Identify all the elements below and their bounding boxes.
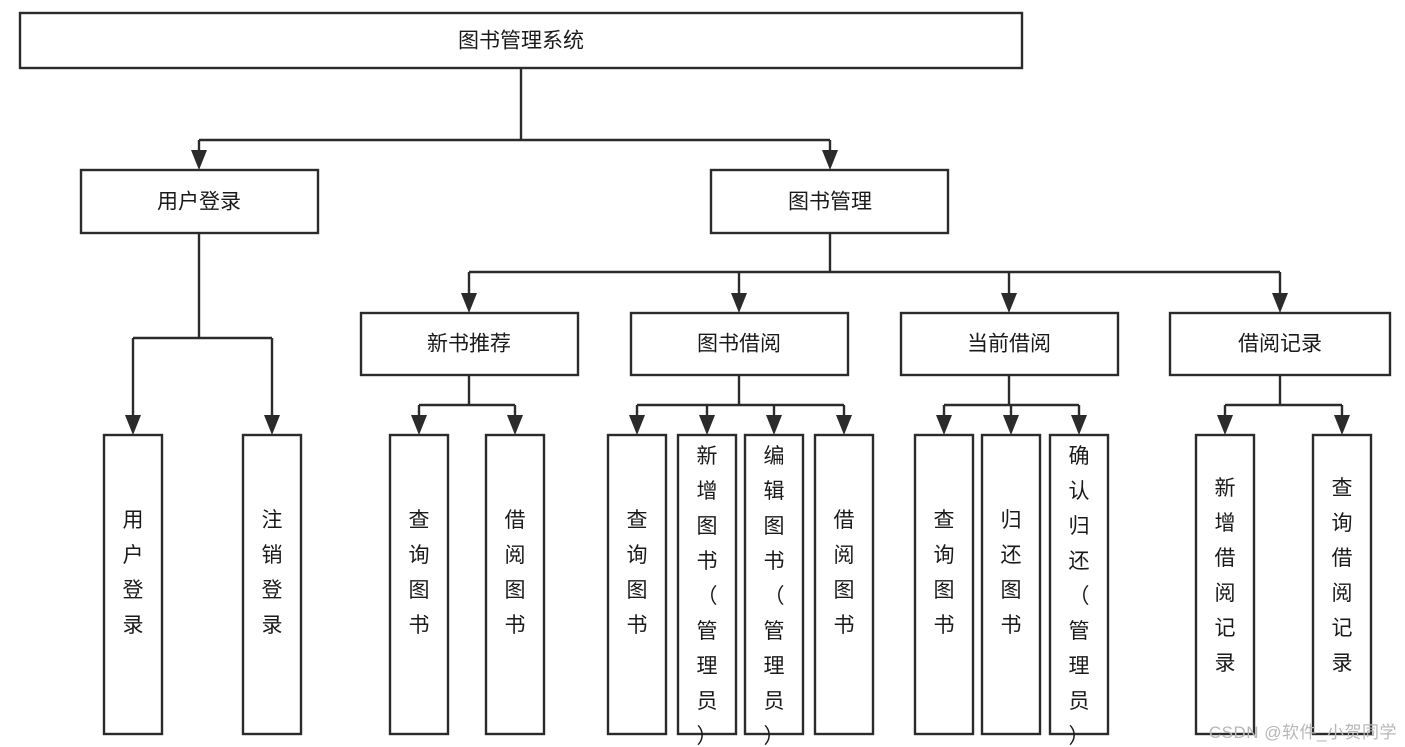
node-book-management-label: 图书管理 — [788, 191, 872, 214]
node-leaf-add-record-box[interactable] — [1194, 433, 1256, 736]
node-leaf-edit-book[interactable]: 编辑图书（管理员） — [743, 433, 805, 747]
node-leaf-borrow-book-1[interactable]: 借阅图书 — [484, 433, 546, 736]
connector-group-book-management — [461, 233, 1288, 313]
node-current-borrow-label: 当前借阅 — [967, 333, 1051, 356]
arrowhead-borrow-record — [1272, 293, 1288, 313]
node-leaf-query-book-1[interactable]: 查询图书 — [388, 433, 450, 736]
node-new-book-recommend-box[interactable] — [359, 311, 580, 377]
arrowhead-leaf-borrow-book-1 — [507, 415, 523, 435]
node-leaf-confirm-return-label: 确认归还（管理员） — [1069, 445, 1090, 747]
node-leaf-edit-book-label: 编辑图书（管理员） — [764, 445, 785, 747]
node-leaf-user-login-box[interactable] — [102, 433, 164, 736]
node-leaf-user-login[interactable]: 用户登录 — [102, 433, 164, 736]
node-user-login[interactable]: 用户登录 — [79, 168, 320, 235]
arrowhead-leaf-return-book — [1003, 415, 1019, 435]
arrowhead-leaf-add-book — [699, 415, 715, 435]
node-current-borrow[interactable]: 当前借阅 — [899, 311, 1120, 377]
node-leaf-query-book-3[interactable]: 查询图书 — [913, 433, 975, 736]
node-book-management-box[interactable] — [709, 168, 950, 235]
node-user-login-label: 用户登录 — [157, 191, 241, 214]
node-root-box[interactable] — [18, 11, 1024, 70]
node-book-management[interactable]: 图书管理 — [709, 168, 950, 235]
node-leaf-add-book-box[interactable] — [676, 433, 738, 736]
node-leaf-borrow-book-1-box[interactable] — [484, 433, 546, 736]
node-book-borrow[interactable]: 图书借阅 — [629, 311, 850, 377]
node-leaf-logout-box[interactable] — [241, 433, 303, 736]
node-leaf-query-book-2-box[interactable] — [606, 433, 668, 736]
node-book-borrow-label: 图书借阅 — [697, 333, 781, 356]
arrowhead-leaf-query-book-3 — [936, 415, 952, 435]
node-leaf-add-book[interactable]: 新增图书（管理员） — [676, 433, 738, 747]
node-leaf-borrow-book-1-label: 借阅图书 — [505, 509, 526, 637]
arrowhead-book-borrow — [731, 293, 747, 313]
node-leaf-query-book-3-label: 查询图书 — [934, 509, 955, 637]
connector-group-current-borrow — [936, 375, 1087, 435]
arrowhead-leaf-edit-book — [766, 415, 782, 435]
arrowhead-current-borrow — [1001, 293, 1017, 313]
node-current-borrow-box[interactable] — [899, 311, 1120, 377]
node-leaf-return-book-label: 归还图书 — [1001, 509, 1022, 637]
node-leaf-return-book[interactable]: 归还图书 — [980, 433, 1042, 736]
connector-group-borrow-record — [1217, 375, 1350, 435]
node-new-book-recommend[interactable]: 新书推荐 — [359, 311, 580, 377]
arrowhead-leaf-borrow-book-2 — [836, 415, 852, 435]
connector-group-root — [191, 68, 838, 170]
node-leaf-query-book-3-box[interactable] — [913, 433, 975, 736]
node-leaf-user-login-label: 用户登录 — [123, 509, 144, 637]
node-leaf-query-record[interactable]: 查询借阅记录 — [1311, 433, 1373, 736]
node-borrow-record[interactable]: 借阅记录 — [1168, 311, 1392, 377]
node-leaf-logout-label: 注销登录 — [262, 509, 283, 637]
node-leaf-confirm-return[interactable]: 确认归还（管理员） — [1048, 433, 1110, 747]
node-root[interactable]: 图书管理系统 — [18, 11, 1024, 70]
connector-group-user-login — [125, 233, 280, 435]
arrowhead-new-book-recommend — [461, 293, 477, 313]
node-leaf-borrow-book-2[interactable]: 借阅图书 — [813, 433, 875, 736]
arrowhead-leaf-query-book-2 — [629, 415, 645, 435]
arrowhead-book-management — [822, 150, 838, 170]
node-leaf-confirm-return-box[interactable] — [1048, 433, 1110, 736]
node-leaf-borrow-book-2-label: 借阅图书 — [834, 509, 855, 637]
node-leaf-query-record-label: 查询借阅记录 — [1332, 477, 1353, 675]
node-leaf-add-book-label: 新增图书（管理员） — [697, 445, 718, 747]
node-leaf-query-book-1-box[interactable] — [388, 433, 450, 736]
node-borrow-record-box[interactable] — [1168, 311, 1392, 377]
connector-group-new-book-recommend — [411, 375, 523, 435]
node-leaf-add-record-label: 新增借阅记录 — [1215, 477, 1236, 675]
node-leaf-query-book-2[interactable]: 查询图书 — [606, 433, 668, 736]
arrowhead-leaf-query-record — [1334, 415, 1350, 435]
node-leaf-borrow-book-2-box[interactable] — [813, 433, 875, 736]
arrowhead-leaf-user-login — [125, 415, 141, 435]
node-leaf-logout[interactable]: 注销登录 — [241, 433, 303, 736]
node-leaf-edit-book-box[interactable] — [743, 433, 805, 736]
node-leaf-query-book-2-label: 查询图书 — [627, 509, 648, 637]
arrowhead-leaf-confirm-return — [1071, 415, 1087, 435]
node-user-login-box[interactable] — [79, 168, 320, 235]
arrowhead-user-login — [191, 150, 207, 170]
node-leaf-return-book-box[interactable] — [980, 433, 1042, 736]
node-leaf-query-book-1-label: 查询图书 — [409, 509, 430, 637]
node-root-label: 图书管理系统 — [458, 30, 584, 53]
arrowhead-leaf-query-book-1 — [411, 415, 427, 435]
node-leaf-add-record[interactable]: 新增借阅记录 — [1194, 433, 1256, 736]
node-new-book-recommend-label: 新书推荐 — [427, 333, 511, 356]
node-borrow-record-label: 借阅记录 — [1238, 333, 1322, 356]
node-leaf-query-record-box[interactable] — [1311, 433, 1373, 736]
node-book-borrow-box[interactable] — [629, 311, 850, 377]
arrowhead-leaf-add-record — [1217, 415, 1233, 435]
arrowhead-leaf-logout — [264, 415, 280, 435]
connector-group-book-borrow — [629, 375, 852, 435]
